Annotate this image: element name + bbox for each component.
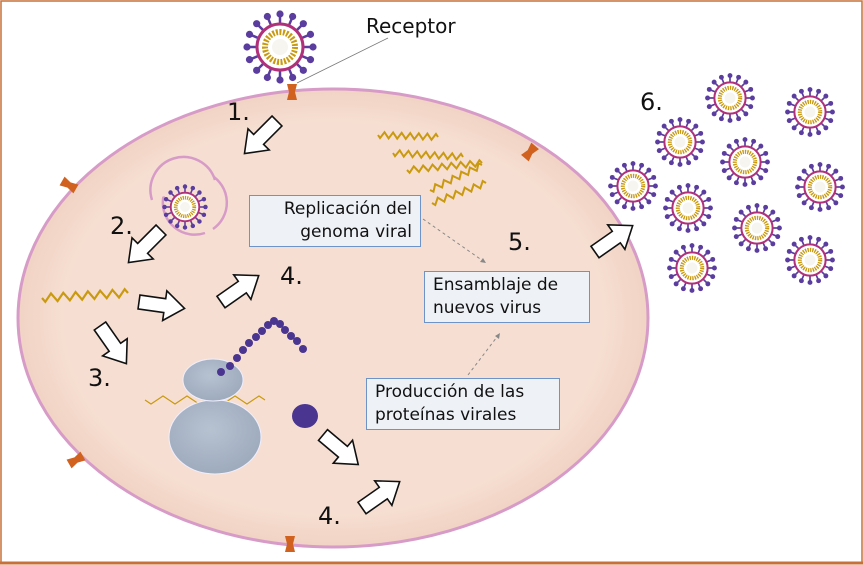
amino-acid xyxy=(217,368,225,376)
protein-line-1: Producción de las xyxy=(375,382,525,402)
ribosome-large-subunit xyxy=(168,399,262,475)
replication-line-1: Replicación del xyxy=(283,199,412,219)
polypeptide-chain xyxy=(217,317,307,376)
amino-acid xyxy=(276,320,284,328)
amino-acid xyxy=(226,362,234,370)
virus-particle xyxy=(785,87,835,137)
receptor xyxy=(521,142,539,162)
replication-label-box: Replicación del genoma viral xyxy=(249,195,421,247)
rna-strand xyxy=(406,158,483,175)
virus-particle xyxy=(667,243,717,293)
rna-strand xyxy=(392,148,464,162)
virus-particle xyxy=(608,161,658,211)
step-1: 1. xyxy=(227,98,250,126)
amino-acid xyxy=(258,327,266,335)
virus-particle xyxy=(243,10,317,84)
assembly-line-1: Ensamblaje de xyxy=(433,275,559,295)
viral-rna-strands xyxy=(41,130,487,405)
virus-particle xyxy=(785,235,835,285)
receptor-pointer xyxy=(296,37,389,84)
ribosome-small-subunit xyxy=(182,358,244,402)
viral-protein xyxy=(292,404,318,428)
virus-particle xyxy=(720,137,770,187)
amino-acid xyxy=(233,354,241,362)
replication-line-2: genoma viral xyxy=(300,222,412,242)
step-3: 3. xyxy=(88,364,111,392)
rna-strand xyxy=(377,130,439,142)
rna-strand xyxy=(431,179,487,207)
amino-acid xyxy=(264,321,272,329)
step-2: 2. xyxy=(110,212,133,240)
virus-particle xyxy=(663,183,713,233)
virus-particle xyxy=(732,203,782,253)
amino-acid xyxy=(299,345,307,353)
receptor xyxy=(59,176,79,194)
virus-particle xyxy=(795,162,845,212)
step-5: 5. xyxy=(508,228,531,256)
receptor-label: Receptor xyxy=(366,14,456,38)
step-6: 6. xyxy=(640,88,663,116)
receptor xyxy=(287,84,297,100)
amino-acid xyxy=(281,326,289,334)
amino-acid xyxy=(270,317,278,325)
rna-strand xyxy=(41,287,129,304)
amino-acid xyxy=(287,332,295,340)
step-4-replication: 4. xyxy=(280,262,303,290)
viruses xyxy=(162,10,845,293)
protein-production-label-box: Producción de las proteínas virales xyxy=(366,378,560,430)
receptors xyxy=(59,84,539,552)
virus-particle xyxy=(162,184,208,230)
amino-acid xyxy=(252,333,260,341)
virus-particle xyxy=(655,117,705,167)
virus-particle xyxy=(705,73,755,123)
step-4-proteins: 4. xyxy=(318,502,341,530)
dashed-arrows xyxy=(422,218,501,376)
rna-strand xyxy=(429,161,483,194)
amino-acid xyxy=(239,346,247,354)
assembly-line-2: nuevos virus xyxy=(433,298,542,318)
protein-line-2: proteínas virales xyxy=(375,405,517,425)
receptor xyxy=(66,451,86,469)
assembly-label-box: Ensamblaje de nuevos virus xyxy=(424,271,590,323)
amino-acid xyxy=(245,339,253,347)
amino-acid xyxy=(293,337,301,345)
receptor xyxy=(285,536,295,552)
